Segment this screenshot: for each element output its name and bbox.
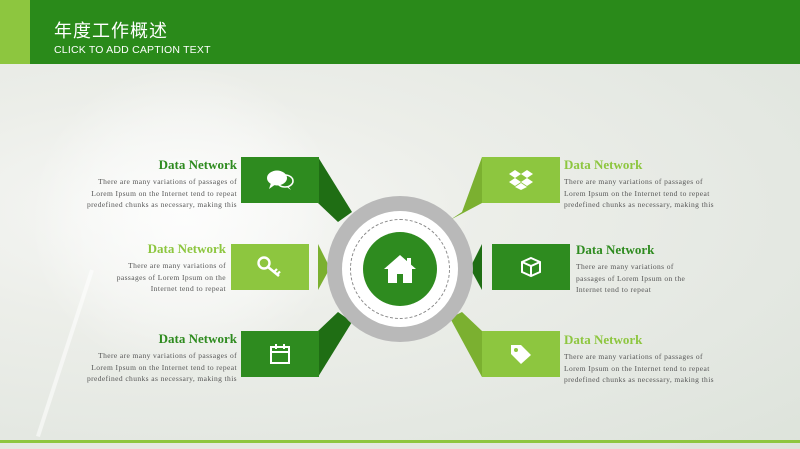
body-line: There are many variations of passages of bbox=[564, 352, 703, 361]
item-bottom-left: Data Network There are many variations o… bbox=[47, 331, 237, 385]
item-bottom-right: Data Network There are many variations o… bbox=[564, 332, 754, 386]
hub-dashed-ring bbox=[350, 219, 450, 319]
item-body[interactable]: There are many variations of passages of… bbox=[47, 350, 237, 385]
tile-calendar[interactable] bbox=[241, 331, 319, 377]
item-heading[interactable]: Data Network bbox=[158, 157, 237, 172]
connector-top-left bbox=[318, 157, 352, 222]
tag-icon bbox=[511, 345, 531, 364]
body-line: Lorem Ipsum on the Internet tend to repe… bbox=[564, 363, 710, 373]
item-mid-left: Data Network There are many variations o… bbox=[36, 241, 226, 295]
item-top-right: Data Network There are many variations o… bbox=[564, 157, 754, 211]
chat-bubbles-icon bbox=[267, 170, 294, 190]
body-line: predefined chunks as necessary, making t… bbox=[564, 200, 715, 209]
item-body[interactable]: There are many variations of passages of… bbox=[36, 260, 226, 295]
item-heading[interactable]: Data Network bbox=[147, 241, 226, 256]
item-heading[interactable]: Data Network bbox=[158, 331, 237, 346]
body-line: predefined chunks as necessary, making t… bbox=[86, 374, 237, 383]
body-line: There are many variations of passages of bbox=[98, 177, 237, 186]
body-line: passages of Lorem Ipsum on the bbox=[576, 273, 686, 283]
body-line: Lorem Ipsum on the Internet tend to repe… bbox=[91, 362, 237, 372]
item-body[interactable]: There are many variations of passages of… bbox=[47, 176, 237, 211]
calendar-icon bbox=[270, 344, 290, 364]
item-body[interactable]: There are many variations of passages of… bbox=[576, 261, 766, 296]
body-line: Internet tend to repeat bbox=[576, 285, 652, 294]
connector-bottom-left bbox=[318, 312, 352, 377]
page-title[interactable]: 年度工作概述 bbox=[54, 21, 168, 41]
item-heading[interactable]: Data Network bbox=[564, 157, 643, 172]
connector-bottom-right bbox=[450, 312, 482, 377]
cube-icon bbox=[521, 256, 541, 278]
key-icon bbox=[257, 256, 281, 278]
connector-mid-right bbox=[470, 244, 482, 290]
header-accent bbox=[0, 0, 30, 64]
page-subtitle[interactable]: CLICK TO ADD CAPTION TEXT bbox=[54, 44, 211, 56]
tile-key[interactable] bbox=[231, 244, 309, 290]
body-line: There are many variations of passages of bbox=[98, 351, 237, 360]
body-line: There are many variations of bbox=[576, 262, 674, 271]
footer-line bbox=[0, 440, 800, 443]
home-icon bbox=[384, 255, 416, 283]
item-body[interactable]: There are many variations of passages of… bbox=[564, 351, 754, 386]
connector-mid-left bbox=[318, 244, 330, 290]
body-line: predefined chunks as necessary, making t… bbox=[86, 200, 237, 209]
body-line: There are many variations of passages of bbox=[564, 177, 703, 186]
tile-chat[interactable] bbox=[241, 157, 319, 203]
dropbox-icon bbox=[509, 170, 533, 190]
item-heading[interactable]: Data Network bbox=[564, 332, 643, 347]
item-body[interactable]: There are many variations of passages of… bbox=[564, 176, 754, 211]
tile-tag[interactable] bbox=[482, 331, 560, 377]
body-line: Lorem Ipsum on the Internet tend to repe… bbox=[91, 188, 237, 198]
tile-cube[interactable] bbox=[492, 244, 570, 290]
body-line: Lorem Ipsum on the Internet tend to repe… bbox=[564, 188, 710, 198]
hub-center[interactable] bbox=[363, 232, 437, 306]
tile-dropbox[interactable] bbox=[482, 157, 560, 203]
body-line: Internet tend to repeat bbox=[150, 284, 226, 293]
header-bar: 年度工作概述 CLICK TO ADD CAPTION TEXT bbox=[0, 0, 800, 64]
item-mid-right: Data Network There are many variations o… bbox=[576, 242, 766, 296]
body-line: There are many variations of bbox=[128, 261, 226, 270]
item-heading[interactable]: Data Network bbox=[576, 242, 655, 257]
item-top-left: Data Network There are many variations o… bbox=[47, 157, 237, 211]
body-line: passages of Lorem Ipsum on the bbox=[116, 272, 226, 282]
connector-top-right bbox=[450, 157, 482, 220]
body-line: predefined chunks as necessary, making t… bbox=[564, 375, 715, 384]
